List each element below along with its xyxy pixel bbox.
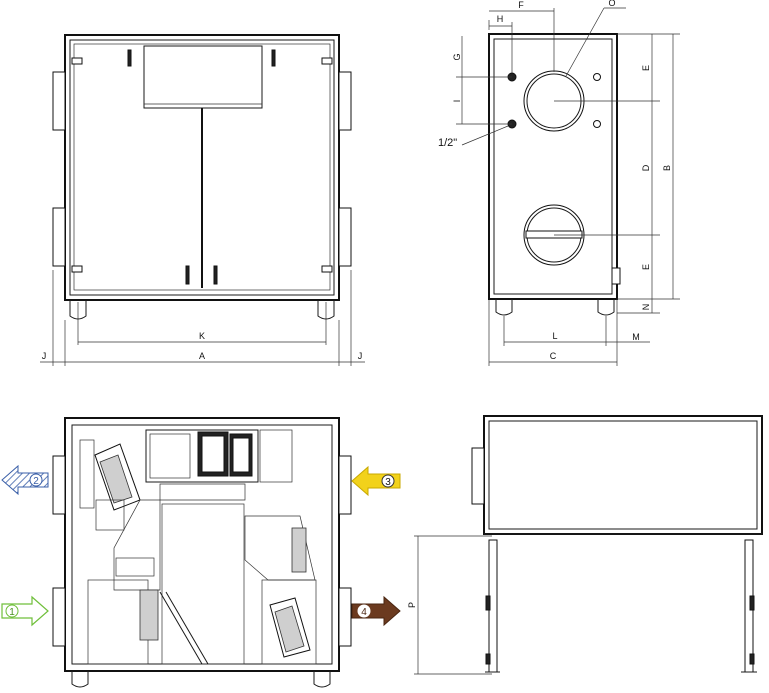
dim-O: O — [608, 0, 615, 8]
dim-E-bottom: E — [641, 264, 651, 270]
dim-M: M — [632, 332, 640, 342]
dim-J-left: J — [42, 351, 47, 361]
front-view: K A J J — [40, 34, 365, 366]
handle-icon — [271, 49, 276, 67]
dim-K: K — [199, 331, 205, 341]
flow-arrow-4: 4 — [351, 595, 401, 627]
dim-F: F — [518, 0, 524, 10]
hinge-icon — [71, 265, 83, 273]
duct-right-bottom — [338, 207, 352, 267]
dim-C: C — [550, 351, 557, 361]
handle-icon — [213, 265, 218, 285]
flow-label-2: 2 — [33, 476, 39, 487]
flow-arrow-2: 2 — [1, 464, 49, 496]
dim-A: A — [199, 351, 205, 361]
hinge-icon — [321, 265, 333, 273]
control-box — [143, 45, 263, 109]
dim-J-right: J — [358, 351, 363, 361]
stand-casing — [483, 415, 763, 535]
internal-casing — [64, 417, 340, 672]
flow-label-4: 4 — [361, 607, 367, 618]
stand-view: P — [407, 415, 763, 675]
dim-D: D — [641, 164, 651, 171]
duct-left-top — [52, 71, 66, 131]
duct-right-top — [338, 71, 352, 131]
front-casing — [64, 34, 340, 301]
hinge-icon — [71, 57, 83, 65]
flow-label-3: 3 — [385, 477, 391, 488]
filter-box — [87, 579, 149, 665]
dim-G: G — [452, 53, 462, 60]
dim-L: L — [552, 331, 557, 341]
side-view: H F O G I 1/2" E D E B N L — [438, 0, 680, 366]
dim-B: B — [662, 165, 672, 171]
flow-label-1: 1 — [9, 607, 15, 618]
dim-I: I — [452, 100, 462, 103]
dim-P: P — [407, 602, 417, 608]
heat-exchanger — [161, 503, 245, 665]
handle-icon — [127, 49, 132, 67]
control-panel — [145, 429, 259, 483]
dim-pipe: 1/2" — [438, 137, 457, 149]
side-casing — [488, 33, 618, 300]
flow-arrow-1: 1 — [1, 595, 49, 627]
internal-view: 2 3 1 4 — [1, 417, 401, 688]
flow-arrow-3: 3 — [351, 465, 401, 497]
hinge-icon — [321, 57, 333, 65]
dim-E-top: E — [641, 65, 651, 71]
duct-left-bottom — [52, 207, 66, 267]
dim-H: H — [497, 14, 504, 24]
dim-N: N — [641, 304, 651, 311]
handle-icon — [185, 265, 190, 285]
